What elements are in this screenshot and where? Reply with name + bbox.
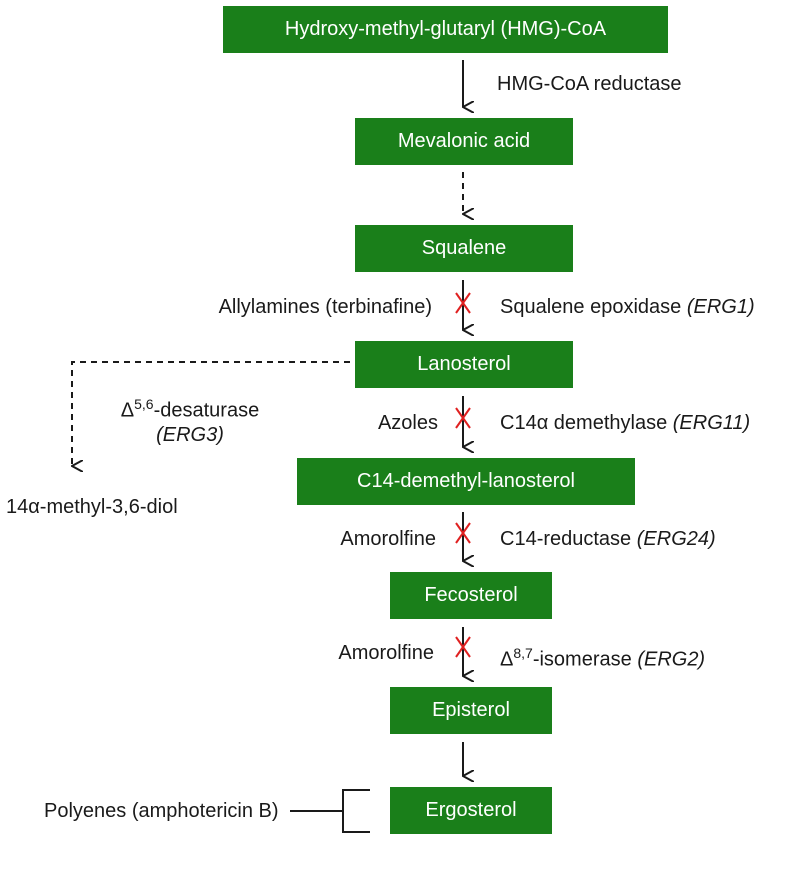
label-c14-reductase: C14-reductase (ERG24) — [500, 527, 716, 551]
inhibitor-amorolfine-2: Amorolfine — [338, 642, 434, 664]
inhibition-mark-allylamines — [455, 292, 471, 314]
node-fecosterol: Fecosterol — [390, 572, 552, 619]
gene-name: (ERG2) — [637, 648, 706, 671]
gene-name: (ERG1) — [686, 296, 755, 318]
inhibition-mark-amorolfine-1 — [455, 522, 471, 544]
label-squalene-epoxidase: Squalene epoxidase (ERG1) — [500, 295, 755, 319]
enzyme-name: C14α demethylase — [500, 412, 673, 434]
node-episterol: Episterol — [390, 687, 552, 734]
node-mevalonic-acid: Mevalonic acid — [355, 118, 573, 165]
gene-name: (ERG24) — [636, 528, 716, 550]
node-ergosterol: Ergosterol — [390, 787, 552, 834]
superscript: 8,7 — [513, 645, 533, 661]
superscript: 5,6 — [134, 396, 154, 412]
node-lanosterol: Lanosterol — [355, 341, 573, 388]
label-isomerase: Δ8,7-isomerase (ERG2) — [500, 641, 705, 672]
inhibition-mark-azoles — [455, 407, 471, 429]
inhibition-mark-amorolfine-2 — [455, 636, 471, 658]
label-desaturase: Δ5,6-desaturase (ERG3) — [100, 392, 280, 447]
arrow-lanosterol-to-diol — [71, 361, 350, 466]
node-hmg-coa: Hydroxy-methyl-glutaryl (HMG)-CoA — [223, 6, 668, 53]
inhibitor-allylamines: Allylamines (terbinafine) — [218, 296, 432, 318]
inhibitor-azoles: Azoles — [377, 412, 438, 434]
delta-symbol: Δ — [120, 399, 135, 422]
enzyme-name: C14-reductase — [500, 528, 637, 550]
label-c14-demethylase: C14α demethylase (ERG11) — [500, 411, 750, 435]
inhibitor-polyenes: Polyenes (amphotericin B) — [44, 800, 279, 822]
node-c14-demethyl-lanosterol: C14-demethyl-lanosterol — [297, 458, 635, 505]
polyene-binding-bracket — [290, 789, 370, 833]
gene-name: (ERG11) — [672, 412, 751, 434]
enzyme-name: Squalene epoxidase — [500, 296, 687, 318]
node-squalene: Squalene — [355, 225, 573, 272]
enzyme-name: -isomerase — [532, 648, 638, 671]
label-hmg-coa-reductase: HMG-CoA reductase — [497, 73, 682, 95]
delta-symbol: Δ — [500, 648, 514, 671]
gene-name: (ERG3) — [156, 423, 224, 446]
side-product-diol: 14α-methyl-3,6-diol — [6, 496, 178, 518]
enzyme-name: -desaturase — [153, 399, 260, 422]
inhibitor-amorolfine-1: Amorolfine — [340, 528, 436, 550]
